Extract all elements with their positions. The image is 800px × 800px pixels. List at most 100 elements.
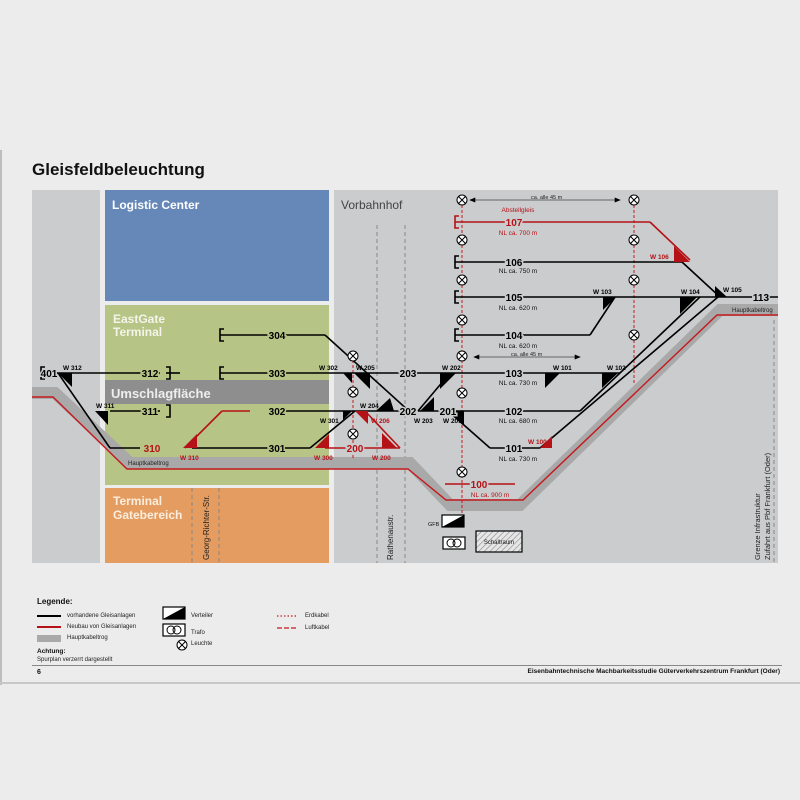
gfb-label: GFB [428,522,440,528]
leuchte-icon [347,350,359,362]
leuchte-icon [628,194,640,206]
trough-label-right: Hauptkabeltrog [732,308,773,314]
track-312: 312 [142,369,159,380]
track-203: 203 [400,369,417,380]
switch-w302: W 302 [319,365,338,372]
footer-text: Eisenbahntechnische Machbarkeitsstudie G… [527,668,780,675]
switch-w201: W 201 [443,418,462,425]
switch-w105: W 105 [723,287,742,294]
spacing-mid: ca. alle 45 m [511,352,543,358]
track-105: 105 [506,293,523,304]
area-terminal-gatebereich [105,488,329,563]
leuchte-icon [176,639,188,651]
switch-w102: W 102 [607,365,626,372]
track-301: 301 [269,444,286,455]
track-100: 100 [471,480,488,491]
switch-w206: W 206 [371,418,390,425]
switch-w205: W 205 [356,365,375,372]
trafo-icon [162,623,186,637]
hauptkabeltrog [32,304,778,511]
switch-w311: W 311 [96,403,115,410]
schaltraum-box [475,530,523,553]
legend-trough: Hauptkabeltrog [67,635,108,641]
track-106: 106 [506,258,523,269]
track-201: 201 [440,407,457,418]
label-vorbahnhof: Vorbahnhof [341,198,403,212]
leuchte-icon [456,234,468,246]
switch-w301: W 301 [320,418,339,425]
track-200: 200 [347,444,364,455]
track-202: 202 [400,407,417,418]
switch-w300: W 300 [314,455,333,462]
length-101: NL ca. 730 m [499,456,537,463]
footer-divider [32,665,782,666]
spacing-top: ca. alle 45 m [531,195,563,201]
schaltraum-label: Schaltraum [484,540,514,546]
leuchte-icon [347,428,359,440]
legend-trough-swatch [37,635,61,642]
legend-title: Legende: [37,597,73,606]
switch-w103: W 103 [593,289,612,296]
border-label-1: Grenze Infrastruktur [753,493,762,560]
page-number: 6 [37,669,41,676]
track-101: 101 [506,444,523,455]
switch-w202: W 202 [442,365,461,372]
trafo-icon [442,536,466,550]
length-103: NL ca. 730 m [499,380,537,387]
length-102: NL ca. 680 m [499,418,537,425]
leuchte-icon [628,274,640,286]
street-georg-richter: Georg-Richter-Str. [202,495,211,560]
switch-w106: W 106 [650,254,669,261]
trough-label-left: Hauptkabeltrog [128,461,169,467]
label-umschlagflaeche: Umschlagfläche [111,386,211,401]
track-302: 302 [269,407,286,418]
switch-w203: W 203 [414,418,433,425]
switch-w200: W 200 [372,455,391,462]
legend-new: Neubau von Gleisanlagen [67,624,137,630]
leuchte-icon [456,387,468,399]
leuchte-icon [456,314,468,326]
leuchte-icon [628,234,640,246]
leuchte-icon [456,194,468,206]
attention-text: Spurplan verzerrt dargestellt [37,657,113,663]
track-102: 102 [506,407,523,418]
legend-leuchte: Leuchte [191,641,213,647]
track-303: 303 [269,369,286,380]
switch-w312: W 312 [63,365,82,372]
track-104: 104 [506,331,523,342]
length-104: NL ca. 620 m [499,343,537,350]
track-310: 310 [144,444,161,455]
length-106: NL ca. 750 m [499,268,537,275]
leuchte-icon [456,350,468,362]
label-eastgate-2: Terminal [113,325,162,339]
leuchte-icon [628,329,640,341]
leuchte-icon [456,466,468,478]
leuchte-icon [456,274,468,286]
border-label-2: Zufahrt aus Pbf Frankfurt (Oder) [763,452,772,560]
label-terminal-1: Terminal [113,494,162,508]
track-113: 113 [753,293,770,304]
label-terminal-2: Gatebereich [113,508,182,522]
page-title: Gleisfeldbeleuchtung [32,160,205,179]
switch-w100: W 100 [528,439,547,446]
length-107: NL ca. 700 m [499,230,537,237]
page-edge [0,150,2,685]
length-100: NL ca. 900 m [471,492,509,499]
legend-luftkabel: Luftkabel [305,625,330,631]
track-103: 103 [506,369,523,380]
new-track-main [32,314,778,501]
street-rathenau: Rathenaustr. [386,515,395,560]
area-logistic-center [105,190,329,301]
track-304: 304 [269,331,286,342]
switch-w310: W 310 [180,455,199,462]
area-umschlagflaeche [105,380,329,404]
switch-w204: W 204 [360,403,379,410]
legend-trafo: Trafo [191,630,205,636]
legend-existing: vorhandene Gleisanlagen [67,613,136,619]
switch-w104: W 104 [681,289,700,296]
lamps [347,194,640,478]
legend-symbols [37,606,298,651]
abstellgleis-label: Abstellgleis [502,207,536,214]
length-105: NL ca. 620 m [499,305,537,312]
